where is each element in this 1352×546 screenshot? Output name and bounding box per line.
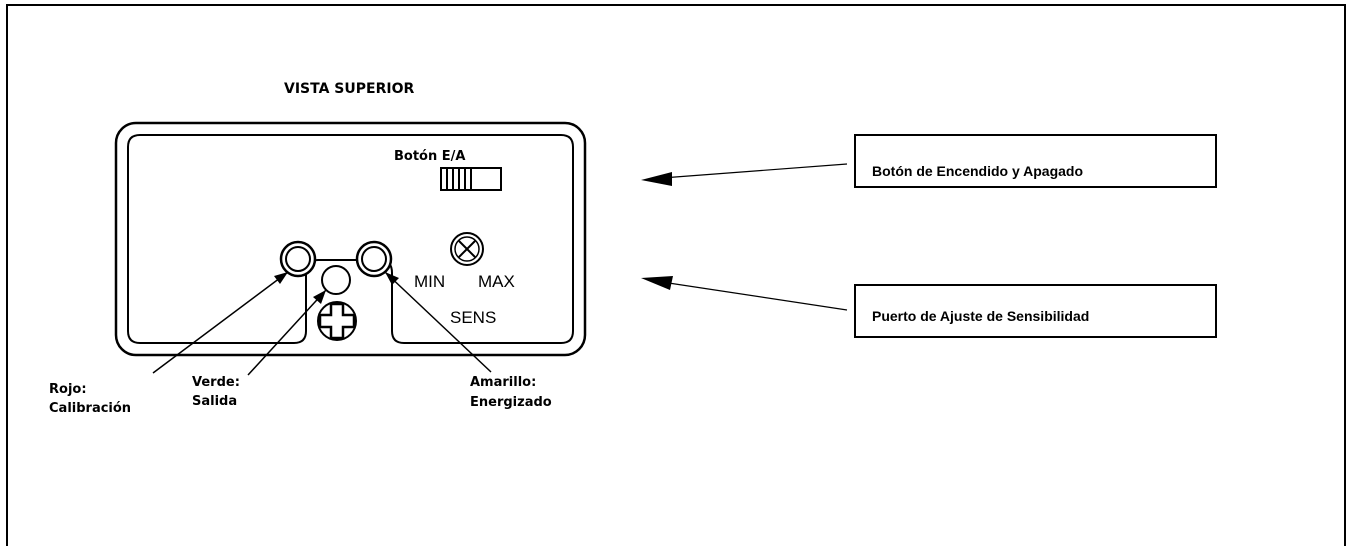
red-led bbox=[285, 246, 311, 272]
mounting-screw-icon bbox=[317, 301, 357, 341]
sensitivity-min-label: MIN bbox=[414, 272, 446, 291]
yellow-led-function: Energizado bbox=[470, 395, 552, 410]
power-button-callout-label: Botón de Encendido y Apagado bbox=[872, 163, 1084, 179]
power-button-callout: Botón de Encendido y Apagado bbox=[854, 134, 1217, 188]
red-led-pointer-arrowhead bbox=[274, 272, 288, 284]
sensitivity-max-label: MAX bbox=[478, 272, 515, 291]
sensitivity-callout: Puerto de Ajuste de Sensibilidad bbox=[854, 284, 1217, 338]
sensitivity-callout-line bbox=[661, 281, 848, 311]
sensitivity-port-icon bbox=[450, 232, 484, 266]
yellow-led bbox=[361, 246, 387, 272]
yellow-led-pointer-arrowhead bbox=[385, 272, 399, 285]
green-led-name: Verde: bbox=[192, 375, 240, 390]
green-led-pointer-arrowhead bbox=[313, 290, 326, 304]
green-led-pointer bbox=[247, 289, 327, 376]
page-frame bbox=[6, 4, 1346, 546]
green-led bbox=[321, 265, 351, 295]
green-led-function: Salida bbox=[192, 394, 238, 409]
red-led-name: Rojo: bbox=[49, 382, 87, 397]
on-off-switch-icon bbox=[440, 167, 502, 191]
red-led-pointer bbox=[152, 271, 289, 374]
sensitivity-label: SENS bbox=[450, 308, 497, 327]
device-outer-outline bbox=[114, 121, 587, 357]
sensitivity-arrowhead bbox=[641, 276, 673, 290]
yellow-led-pointer bbox=[384, 271, 492, 373]
power-button-callout-line bbox=[661, 163, 848, 179]
power-button-arrowhead bbox=[641, 172, 672, 186]
red-led-function: Calibración bbox=[49, 401, 132, 416]
yellow-led-name: Amarillo: bbox=[470, 375, 537, 390]
diagram-title: VISTA SUPERIOR bbox=[284, 81, 415, 97]
sensitivity-callout-label: Puerto de Ajuste de Sensibilidad bbox=[872, 308, 1090, 324]
switch-label: Botón E/A bbox=[394, 149, 466, 164]
